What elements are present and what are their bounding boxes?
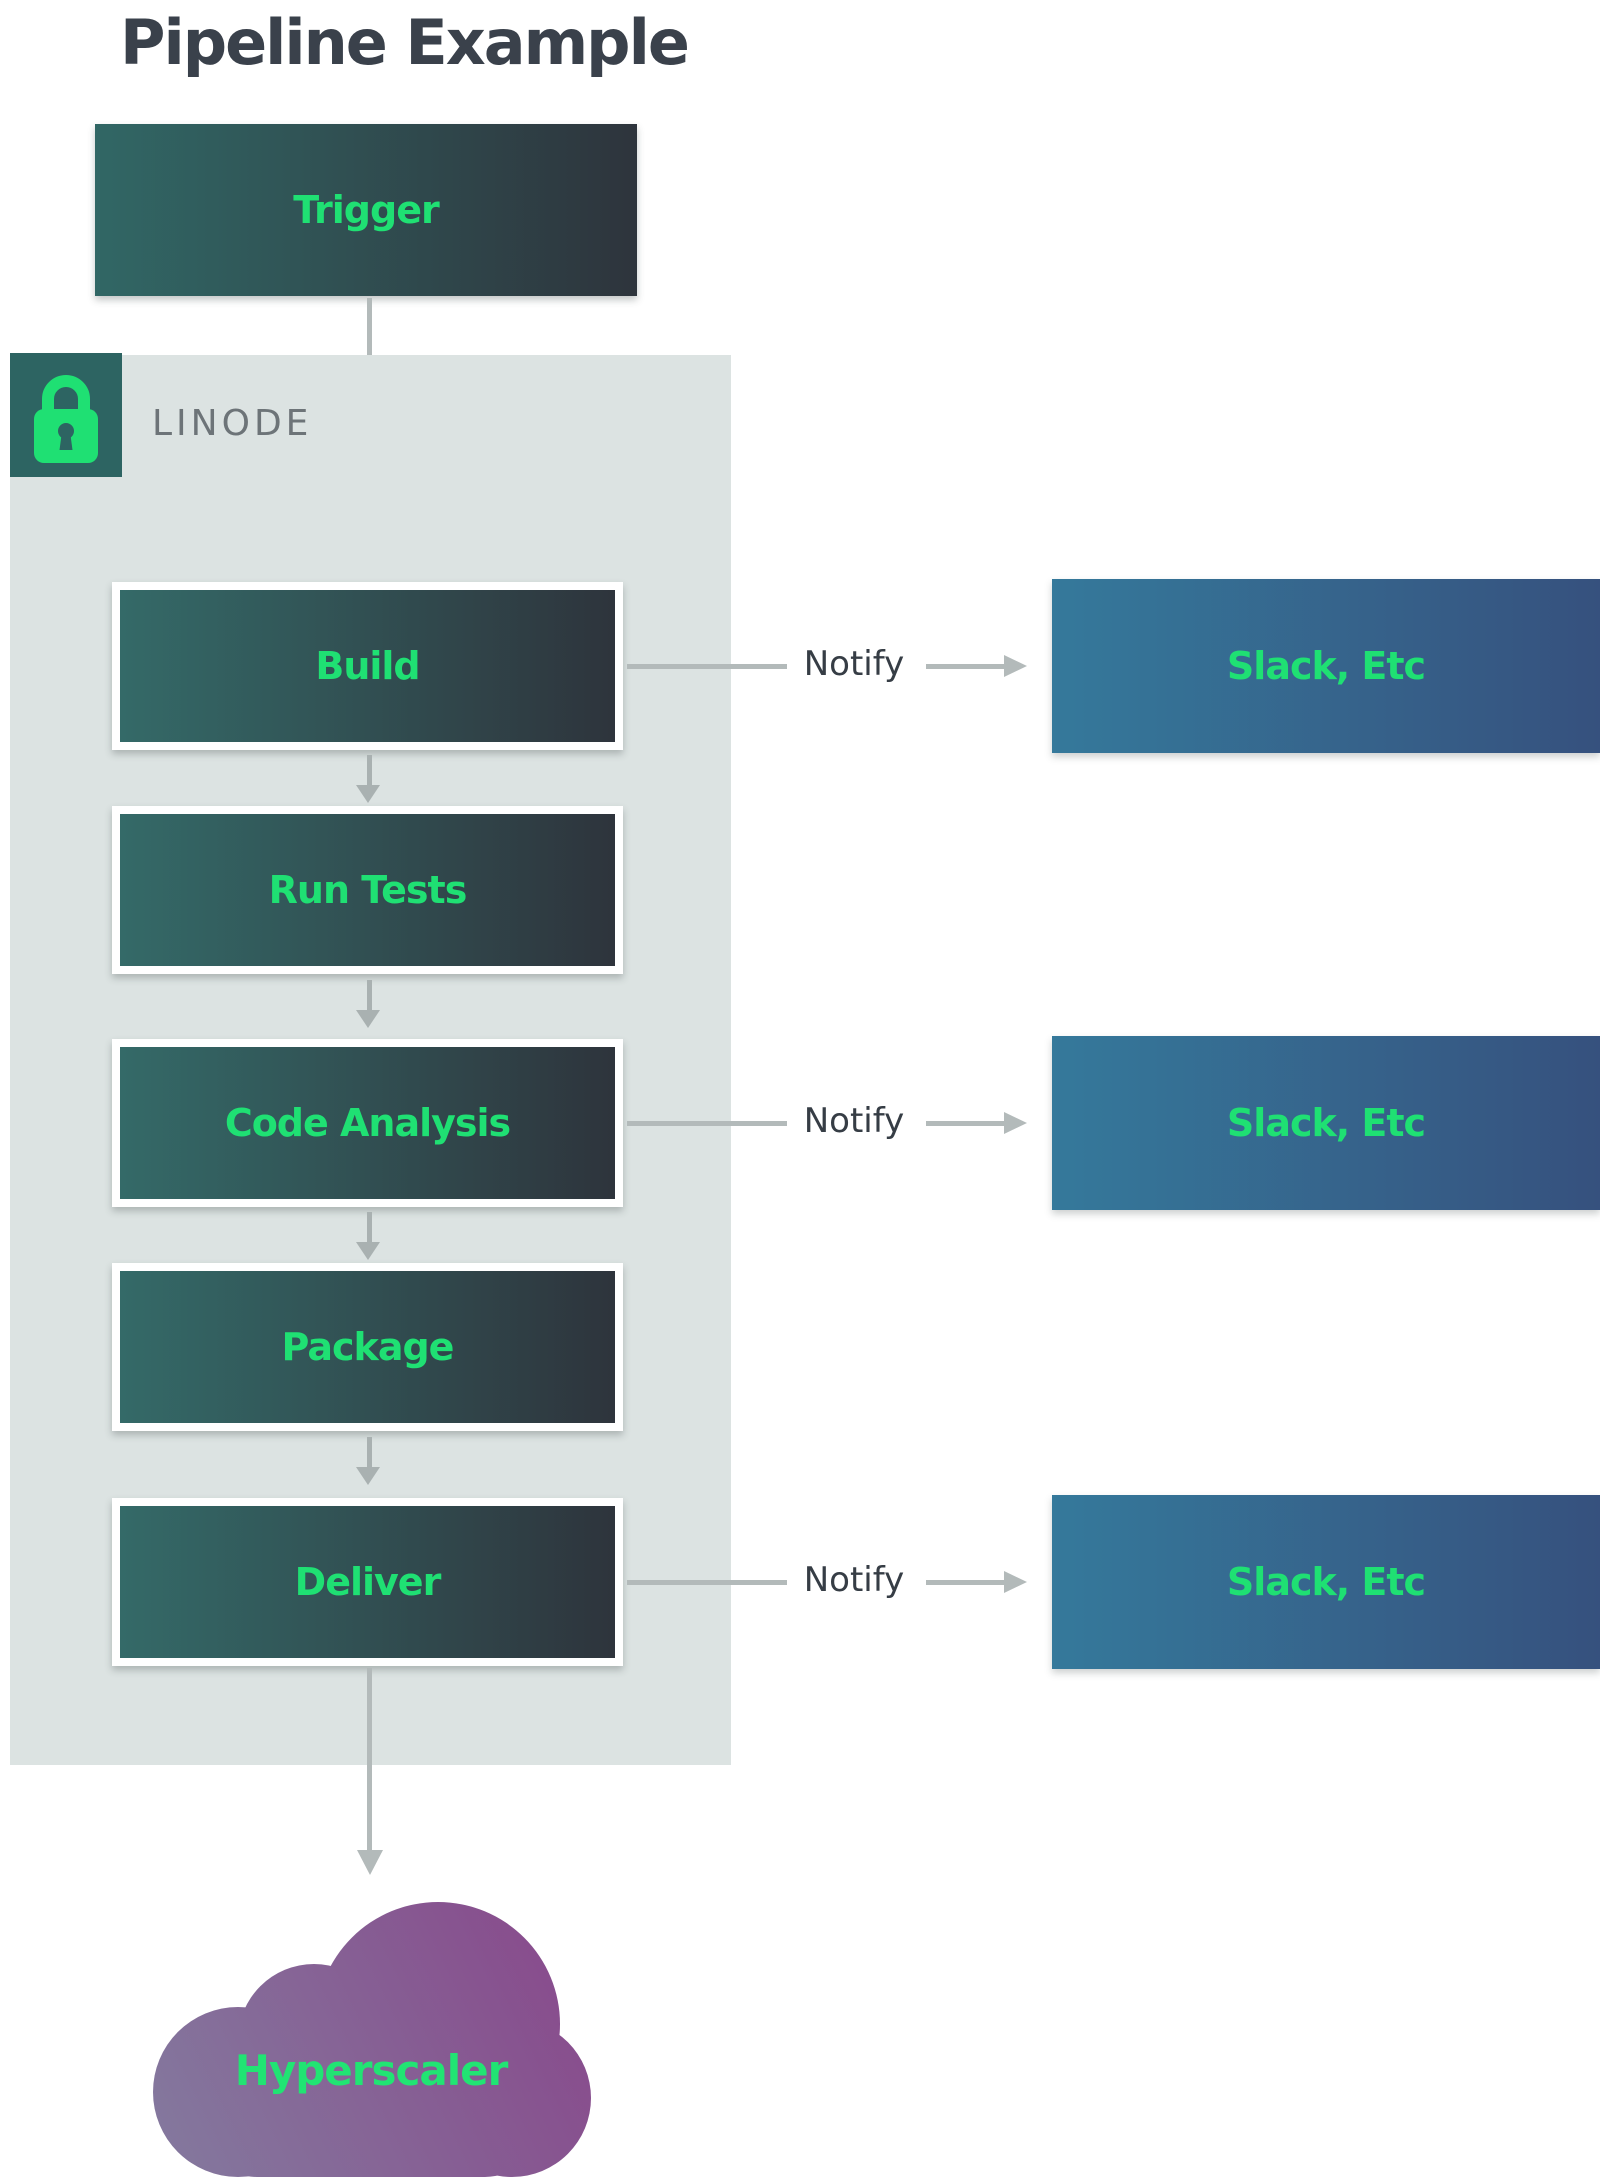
arrowhead-code-analysis-to-package	[356, 1242, 380, 1260]
notify-label-code-analysis: Notify	[803, 1101, 905, 1141]
arrowhead-deliver-to-cloud	[357, 1850, 383, 1875]
notify-line-deliver	[627, 1580, 787, 1585]
slack-box-code-analysis: Slack, Etc	[1052, 1036, 1600, 1210]
stage-label-package: Package	[281, 1325, 455, 1369]
arrowhead-package-to-deliver	[356, 1467, 380, 1485]
stage-box-package: Package	[112, 1263, 623, 1431]
stage-box-deliver: Deliver	[112, 1498, 623, 1666]
cloud-icon	[153, 1902, 591, 2177]
arrow-package-to-deliver	[367, 1437, 372, 1467]
hyperscaler-cloud	[146, 1900, 596, 2177]
arrow-build-to-run-tests	[367, 755, 372, 785]
stage-box-code-analysis: Code Analysis	[112, 1039, 623, 1207]
notify-label-deliver: Notify	[803, 1560, 905, 1600]
trigger-box: Trigger	[95, 124, 637, 296]
slack-box-deliver: Slack, Etc	[1052, 1495, 1600, 1669]
arrow-deliver-to-cloud	[367, 1668, 372, 1850]
stage-label-run-tests: Run Tests	[268, 868, 468, 912]
stage-label-build: Build	[315, 644, 420, 688]
arrow-code-analysis-to-package	[367, 1212, 372, 1242]
slack-label-build: Slack, Etc	[1226, 644, 1426, 688]
notify-arrow-code-analysis	[926, 1121, 1004, 1126]
arrowhead-build-to-run-tests	[356, 785, 380, 803]
notify-arrowhead-build	[1004, 655, 1027, 677]
notify-line-build	[627, 664, 787, 669]
linode-label: LINODE	[152, 403, 313, 444]
stage-label-code-analysis: Code Analysis	[224, 1101, 511, 1145]
slack-box-build: Slack, Etc	[1052, 579, 1600, 753]
lock-badge	[10, 353, 122, 477]
notify-label-build: Notify	[803, 644, 905, 684]
page-title: Pipeline Example	[120, 6, 690, 79]
padlock-icon	[34, 375, 98, 463]
notify-arrow-deliver	[926, 1580, 1004, 1585]
stage-label-deliver: Deliver	[294, 1560, 442, 1604]
trigger-label: Trigger	[293, 188, 439, 232]
arrowhead-run-tests-to-code-analysis	[356, 1010, 380, 1028]
notify-arrowhead-code-analysis	[1004, 1112, 1027, 1134]
arrow-run-tests-to-code-analysis	[367, 980, 372, 1010]
notify-line-code-analysis	[627, 1121, 787, 1126]
notify-arrowhead-deliver	[1004, 1571, 1027, 1593]
stage-box-build: Build	[112, 582, 623, 750]
stage-box-run-tests: Run Tests	[112, 806, 623, 974]
slack-label-code-analysis: Slack, Etc	[1226, 1101, 1426, 1145]
slack-label-deliver: Slack, Etc	[1226, 1560, 1426, 1604]
notify-arrow-build	[926, 664, 1004, 669]
cloud-label: Hyperscaler	[234, 2046, 509, 2095]
